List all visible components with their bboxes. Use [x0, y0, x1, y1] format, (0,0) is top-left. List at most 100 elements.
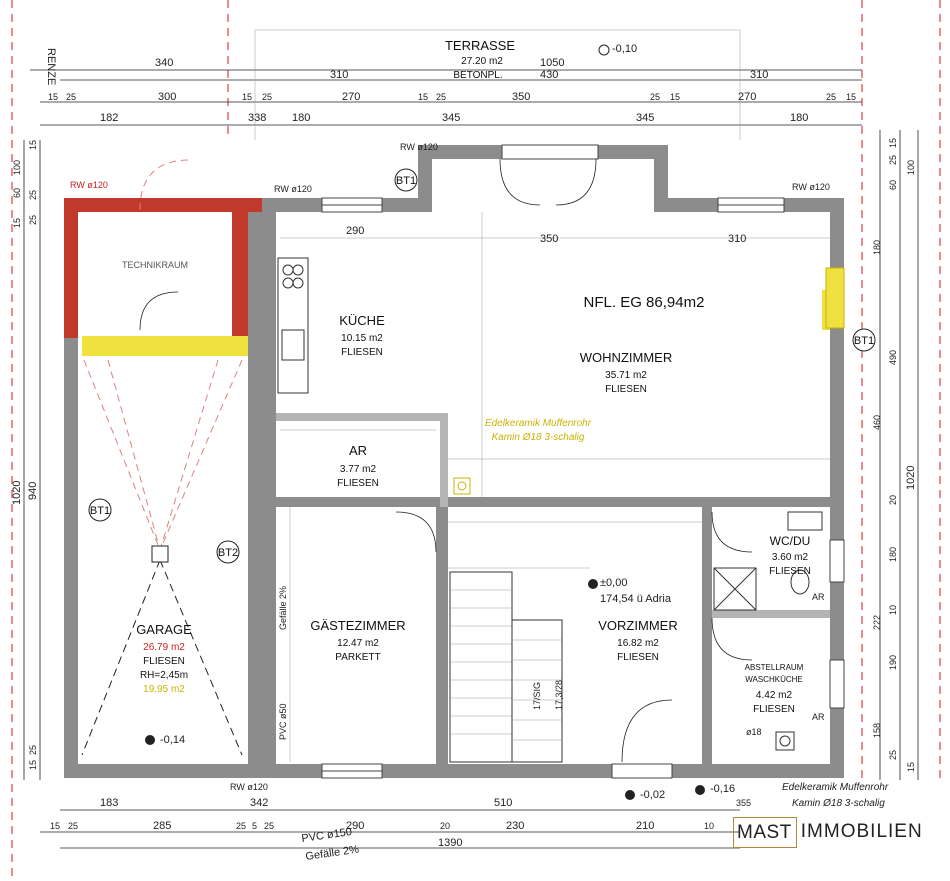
ar-floor: FLIESEN: [337, 478, 379, 489]
garage-floor: FLIESEN: [143, 656, 185, 667]
kueche-name: KÜCHE: [339, 313, 385, 328]
dim-inner-290: 290: [346, 225, 364, 237]
door-swings: [139, 158, 753, 763]
level-zero: ±0,00: [600, 577, 627, 589]
dim-right-3: 100: [906, 160, 916, 175]
dim-right-12: 190: [888, 655, 898, 670]
stairs-label2: 17,3/28: [554, 680, 564, 710]
kueche-area: 10.15 m2: [341, 333, 383, 344]
garage-area: 26.79 m2: [143, 642, 185, 653]
kamin-annotation-2: Kamin Ø18 3-schalig: [492, 432, 585, 443]
bathroom-fixtures: [713, 511, 823, 751]
dim-top-180a: 180: [292, 112, 310, 124]
kamin-bottom-2: Kamin Ø18 3-schalig: [792, 798, 885, 809]
dim-right-1: 25: [888, 155, 898, 165]
kamin-symbol: [453, 477, 471, 495]
dim-right-10: 10: [888, 605, 898, 615]
gaestezimmer-floor: PARKETT: [335, 652, 380, 663]
rw-label-5: RW ø120: [230, 782, 268, 792]
gaestezimmer-name: GÄSTEZIMMER: [310, 618, 405, 633]
dim-b2-8: 230: [506, 820, 524, 832]
level-top: -0,10: [612, 43, 637, 55]
terrasse-area: 27.20 m2: [461, 56, 503, 67]
interior-walls: [276, 267, 845, 767]
stairs-label: 17/SIG: [532, 682, 542, 710]
dim-top-340: 340: [155, 57, 173, 69]
rw-label-4: RW ø120: [792, 182, 830, 192]
garage-area2: 19.95 m2: [143, 684, 185, 695]
technikraum-walls: [64, 198, 262, 356]
dim-top-345b: 345: [636, 112, 654, 124]
dim-inner-350: 350: [540, 233, 558, 245]
dim-top-r3-6: 15: [418, 92, 428, 102]
pvc-bottom: PVC ø150: [301, 826, 353, 845]
dim-top-r3-10: 15: [670, 92, 680, 102]
dim-top-r3-5: 270: [342, 91, 360, 103]
dim-top-r3-7: 25: [436, 92, 446, 102]
dim-top-182: 182: [100, 112, 118, 124]
dim-left-0: 100: [12, 160, 22, 175]
ar-small-1: AR: [812, 592, 825, 602]
dims-left: [23, 140, 41, 780]
adria-height: 174,54 ü Adria: [600, 593, 672, 605]
garage-rh: RH=2,45m: [140, 670, 188, 681]
dim-b2-5: 25: [264, 821, 274, 831]
dim-top-r3-4: 25: [262, 92, 272, 102]
dims-bottom: [40, 809, 740, 849]
dim-right-4: 180: [872, 240, 882, 255]
ar-name: AR: [349, 443, 367, 458]
level-entry2: -0,16: [710, 783, 735, 795]
dim-bottom-355: 355: [736, 798, 751, 808]
dim-right-5: 490: [888, 350, 898, 365]
dim-left-9: 25: [28, 745, 38, 755]
level-zero-marker: [588, 579, 598, 589]
garage-level-marker: [145, 735, 155, 745]
dim-b2-2: 285: [153, 820, 171, 832]
dim-right-14: 25: [888, 750, 898, 760]
dim-left-5: 15: [12, 218, 22, 228]
brand-boxed: MAST: [733, 816, 797, 848]
kamin-symbol-circle: [457, 481, 467, 491]
wohnzimmer-floor: FLIESEN: [605, 384, 647, 395]
garage-car-outline: [81, 359, 243, 756]
terrasse-label: TERRASSE: [445, 38, 515, 53]
nfl-total: NFL. EG 86,94m2: [584, 294, 705, 311]
rw-label-2: RW ø120: [274, 184, 312, 194]
gaestezimmer-area: 12.47 m2: [337, 638, 379, 649]
kamin-bottom-1: Edelkeramik Muffenrohr: [782, 782, 889, 793]
abstellraum-area: 4.42 m2: [756, 690, 793, 701]
bt-label-3: BT1: [90, 505, 110, 517]
windows: [321, 144, 845, 779]
dim-top-338: 338: [248, 112, 266, 124]
bt-label-2: BT1: [854, 335, 874, 347]
dim-bottom-183: 183: [100, 797, 118, 809]
dim-b2-9: 210: [636, 820, 654, 832]
dim-b2-4: 5: [252, 821, 257, 831]
dim-b2-3: 25: [236, 821, 246, 831]
rw-label-1: RW ø120: [70, 180, 108, 190]
ar-area: 3.77 m2: [340, 464, 377, 475]
vorzimmer-area: 16.82 m2: [617, 638, 659, 649]
dim-bottom-510: 510: [494, 797, 512, 809]
dim-left-2: 25: [28, 190, 38, 200]
dim-b2-7: 20: [440, 821, 450, 831]
dim-top-r3-2: 300: [158, 91, 176, 103]
wohnzimmer-name: WOHNZIMMER: [580, 350, 672, 365]
outer-walls: [64, 145, 844, 778]
kamin-annotation-1: Edelkeramik Muffenrohr: [485, 418, 592, 429]
brand-logo: MAST IMMOBILIEN: [733, 812, 933, 852]
wohnzimmer-area: 35.71 m2: [605, 370, 647, 381]
gefaelle-bottom: Gefälle 2%: [305, 844, 360, 863]
brand-rest: IMMOBILIEN: [800, 821, 923, 842]
dim-top-180b: 180: [790, 112, 808, 124]
bt-label-4: BT2: [218, 547, 238, 559]
dim-top-r3-13: 15: [846, 92, 856, 102]
garage-level: -0,14: [160, 734, 185, 746]
dim-right-7: 20: [888, 495, 898, 505]
vorzimmer-name: VORZIMMER: [598, 618, 677, 633]
rw-label-3: RW ø120: [400, 142, 438, 152]
grenze-label: RENZE: [45, 48, 57, 85]
dimension-lines-top: [30, 29, 862, 140]
dimension-lines-inner: [280, 212, 830, 762]
abstellraum-floor: FLIESEN: [753, 704, 795, 715]
